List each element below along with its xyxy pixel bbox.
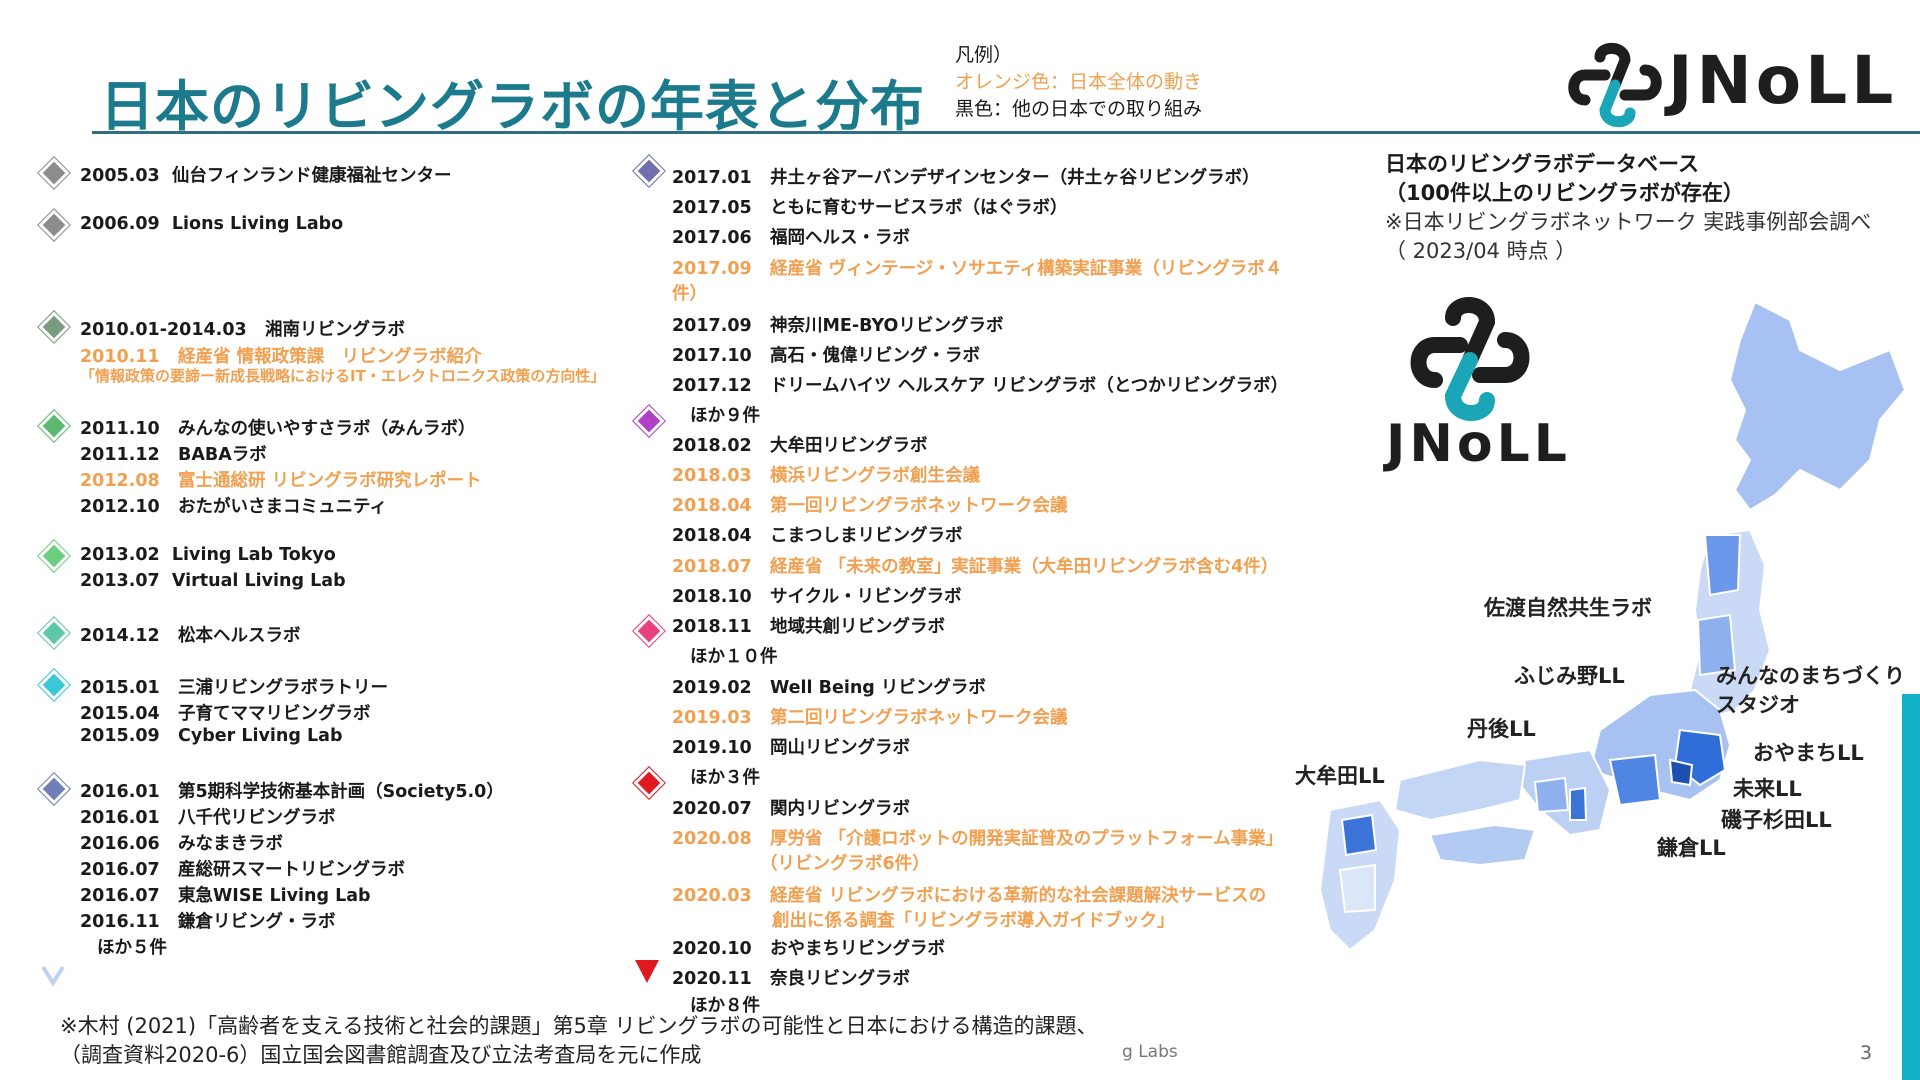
map-label-isogo: 磯子杉田LL: [1721, 808, 1832, 832]
list-item: 2018.07 経産省 「未来の教室」実証事業（大牟田リビングラボ含む4件）: [672, 557, 1279, 577]
legend-orange: オレンジ色：日本全体の動き: [955, 71, 1203, 93]
list-item: 2016.11 鎌倉リビング・ラボ: [80, 912, 336, 932]
legend-black: 黒色：他の日本での取り組み: [955, 98, 1203, 120]
list-item: 2018.03 横浜リビングラボ創生会議: [672, 466, 980, 486]
list-item: 2006.09 Lions Living Labo: [80, 214, 344, 234]
list-item: 2020.07 関内リビングラボ: [672, 799, 910, 819]
list-item: 2016.01 第5期科学技術基本計画（Society5.0）: [80, 782, 504, 802]
database-count: （100件以上のリビングラボが存在）: [1385, 181, 1744, 205]
list-item: ほか１０件: [690, 647, 778, 667]
source-footnote: ※木村 (2021)「高齢者を支える技術と社会的課題」第5章 リビングラボの可能…: [60, 1012, 1098, 1070]
jnoll-map-logo-icon: [1410, 297, 1530, 421]
database-title: 日本のリビングラボデータベース: [1385, 152, 1699, 176]
map-label-mirai: 未来LL: [1733, 777, 1802, 801]
list-item: 2016.06 みなまきラボ: [80, 834, 283, 854]
map-label-tango: 丹後LL: [1467, 717, 1536, 741]
list-item: 2018.11 地域共創リビングラボ: [672, 617, 945, 637]
left-timeline-line: [41, 155, 65, 987]
footnote-line-1: ※木村 (2021)「高齢者を支える技術と社会的課題」第5章 リビングラボの可能…: [60, 1014, 1098, 1038]
list-item: 2011.10 みんなの使いやすさラボ（みんラボ）: [80, 419, 476, 439]
jnoll-map-logo-text: JNoLL: [1386, 414, 1571, 474]
list-item: ほか５件: [97, 938, 167, 958]
map-label-sado: 佐渡自然共生ラボ: [1484, 596, 1652, 620]
list-item: 2020.08 厚労省 「介護ロボットの開発実証普及のプラットフォーム事業」: [672, 829, 1284, 849]
list-item: 2017.01 井土ヶ谷アーバンデザインセンター（井土ヶ谷リビングラボ）: [672, 168, 1260, 188]
list-item: 2019.10 岡山リビングラボ: [672, 738, 910, 758]
list-item: 2015.04 子育てママリビングラボ: [80, 704, 371, 724]
list-item: 2019.02 Well Being リビングラボ: [672, 678, 986, 698]
map-label-minnano-1: みんなのまちづくり: [1716, 664, 1905, 688]
list-item: 2010.01-2014.03 湘南リビングラボ: [80, 320, 405, 340]
list-item: 2018.02 大牟田リビングラボ: [672, 436, 928, 456]
map-label-kamakura: 鎌倉LL: [1657, 836, 1726, 860]
list-item: 2015.09 Cyber Living Lab: [80, 726, 343, 746]
list-item: ほか３件: [690, 768, 760, 788]
list-item: 創出に係る調査「リビングラボ導入ガイドブック」: [772, 911, 1175, 931]
list-item: 2005.03 仙台フィンランド健康福祉センター: [80, 166, 452, 186]
side-accent-bar: [1902, 694, 1920, 1080]
list-item: 2011.12 BABAラボ: [80, 445, 267, 465]
map-label-fujimino: ふじみ野LL: [1514, 664, 1625, 688]
list-item: 2013.02 Living Lab Tokyo: [80, 545, 336, 565]
jnoll-logo-icon: [1568, 42, 1662, 128]
list-item: 2019.03 第二回リビングラボネットワーク会議: [672, 708, 1068, 728]
map-label-oyamachi: おやまちLL: [1753, 741, 1864, 765]
page-number: 3: [1860, 1042, 1873, 1064]
list-item: ほか９件: [690, 406, 760, 426]
list-item: 2020.11 奈良リビングラボ: [672, 969, 910, 989]
list-item: 2017.10 高石・傀偉リビング・ラボ: [672, 346, 980, 366]
database-date: （ 2023/04 時点 ）: [1385, 239, 1577, 263]
list-item: 2014.12 松本ヘルスラボ: [80, 626, 301, 646]
map-label-minnano-2: スタジオ: [1716, 693, 1800, 717]
database-source: ※日本リビングラボネットワーク 実践事例部会調べ: [1385, 210, 1872, 234]
list-item: 2020.03 経産省 リビングラボにおける革新的な社会課題解決サービスの: [672, 886, 1267, 906]
list-item: 2012.10 おたがいさまコミュニティ: [80, 497, 387, 517]
list-item: 2018.04 第一回リビングラボネットワーク会議: [672, 496, 1068, 516]
list-item: 2020.10 おやまちリビングラボ: [672, 939, 945, 959]
list-item: 2017.05 ともに育むサービスラボ（はぐラボ）: [672, 198, 1068, 218]
legend: 凡例） オレンジ色：日本全体の動き 黒色：他の日本での取り組み: [955, 42, 1202, 123]
list-item: 2016.07 産総研スマートリビングラボ: [80, 860, 405, 880]
list-item: 「情報政策の要諦ー新成長戦略におけるIT・エレクトロニクス政策の方向性」: [80, 367, 606, 385]
database-note: 日本のリビングラボデータベース （100件以上のリビングラボが存在） ※日本リビ…: [1385, 150, 1871, 266]
list-item: ほか８件: [690, 996, 760, 1016]
footer-brand: g Labs: [1122, 1042, 1178, 1062]
list-item: （リビングラボ6件）: [760, 854, 930, 874]
right-timeline-line: [635, 155, 659, 983]
list-item: 2016.07 東急WISE Living Lab: [80, 886, 371, 906]
list-item: 2018.10 サイクル・リビングラボ: [672, 587, 962, 607]
list-item: 2017.09 経産省 ヴィンテージ・ソサエティ構築実証事業（リビングラボ４: [672, 259, 1283, 279]
legend-heading: 凡例）: [955, 44, 1013, 66]
list-item: 2010.11 経産省 情報政策課 リビングラボ紹介: [80, 347, 482, 367]
map-label-omuta: 大牟田LL: [1295, 764, 1385, 788]
list-item: 2017.09 神奈川ME-BYOリビングラボ: [672, 316, 1004, 336]
list-item: 2017.12 ドリームハイツ ヘルスケア リビングラボ（とつかリビングラボ）: [672, 376, 1289, 396]
list-item: 2017.06 福岡ヘルス・ラボ: [672, 228, 910, 248]
page-title: 日本のリビングラボの年表と分布: [100, 75, 925, 138]
footnote-line-2: （調査資料2020-6）国立国会図書館調査及び立法考査局を元に作成: [60, 1043, 702, 1067]
list-item: 2018.04 こまつしまリビングラボ: [672, 526, 963, 546]
list-item: 2012.08 富士通総研 リビングラボ研究レポート: [80, 471, 482, 491]
jnoll-logo-text: JNoLL: [1668, 42, 1898, 119]
list-item: 2016.01 八千代リビングラボ: [80, 808, 336, 828]
list-item: 件）: [672, 284, 707, 304]
list-item: 2013.07 Virtual Living Lab: [80, 571, 346, 591]
title-underline: [92, 131, 1920, 134]
list-item: 2015.01 三浦リビングラボラトリー: [80, 678, 388, 698]
japan-map: [1318, 300, 1907, 952]
